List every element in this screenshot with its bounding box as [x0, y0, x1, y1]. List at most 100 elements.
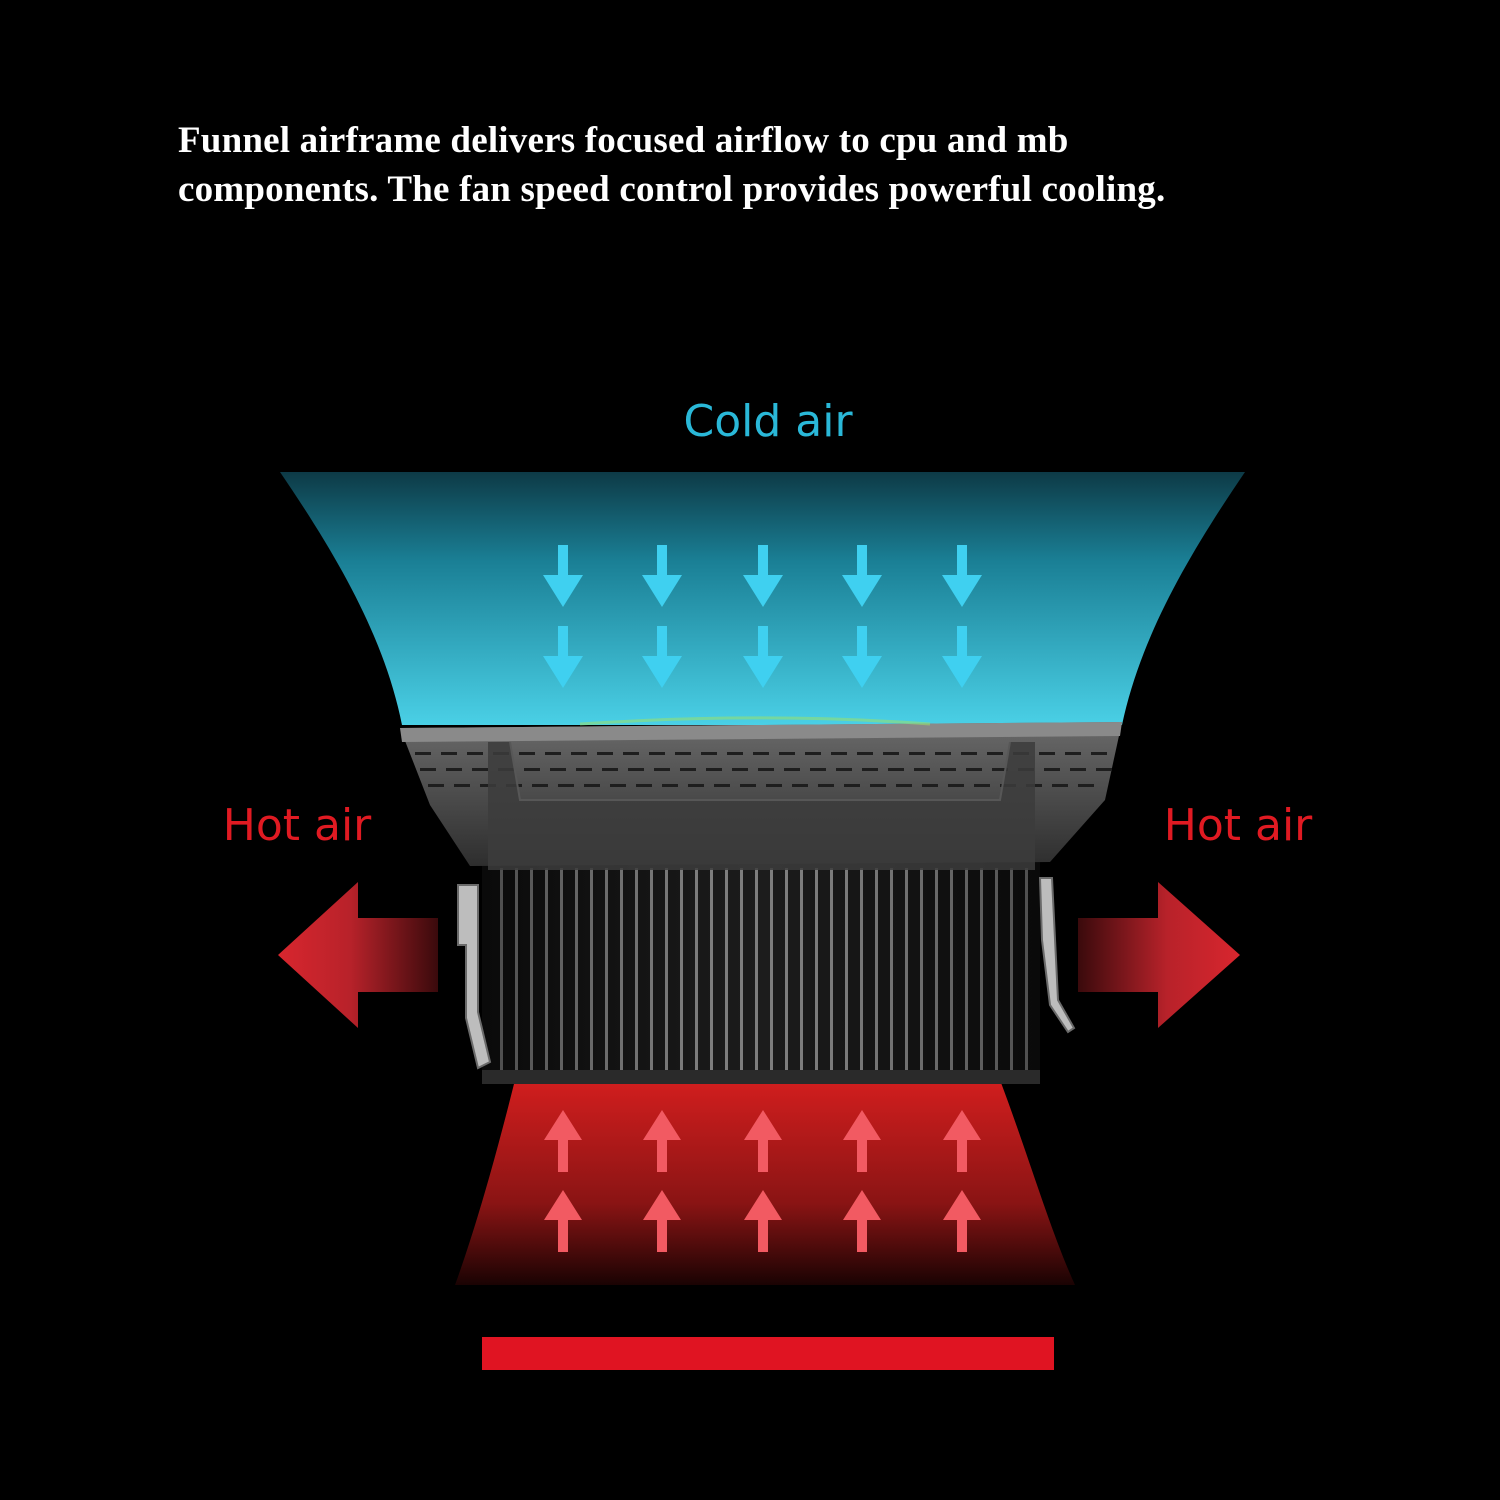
heatsink-fin	[620, 868, 623, 1078]
shroud-vent	[454, 784, 470, 787]
heatsink-fin	[770, 868, 773, 1078]
shroud-vent	[935, 752, 951, 755]
shroud-vent	[558, 784, 574, 787]
cold-air-label: Cold air	[683, 396, 853, 447]
shroud-vent	[862, 768, 878, 771]
shroud-vent	[836, 768, 852, 771]
shroud-vent	[1078, 784, 1094, 787]
heatsink-fin	[845, 868, 848, 1078]
arrow-up-icon	[544, 1190, 582, 1252]
motherboard-bar	[482, 1337, 1054, 1370]
arrow-down-icon	[842, 626, 882, 688]
heatsink-fin	[680, 868, 683, 1078]
shroud-vent	[1039, 752, 1055, 755]
shroud-vent	[987, 752, 1003, 755]
shroud-vent	[701, 752, 717, 755]
shroud-vent	[966, 768, 982, 771]
heatsink-fin	[575, 868, 578, 1078]
heatsink-fin	[530, 868, 533, 1078]
cold-arrows	[543, 545, 982, 688]
shroud-vent	[779, 752, 795, 755]
shroud-vent	[844, 784, 860, 787]
heatsink-fin	[755, 868, 758, 1078]
heatsink-fin	[980, 868, 983, 1078]
fan-shroud	[400, 716, 1122, 870]
caption-line-2: components. The fan speed control provid…	[178, 169, 1166, 210]
shroud-vent	[766, 784, 782, 787]
shroud-vent	[818, 784, 834, 787]
heatsink-fin	[740, 868, 743, 1078]
arrow-up-icon	[843, 1190, 881, 1252]
shroud-vent	[467, 752, 483, 755]
shroud-vent	[519, 752, 535, 755]
heatsink-fin	[695, 868, 698, 1078]
shroud-vent	[662, 784, 678, 787]
shroud-vent	[636, 784, 652, 787]
arrow-down-icon	[842, 545, 882, 607]
heatsink-fin	[890, 868, 893, 1078]
shroud-vent	[428, 784, 444, 787]
heatsink-fin	[1025, 868, 1028, 1078]
shroud-vent	[888, 768, 904, 771]
shroud-vent	[914, 768, 930, 771]
arrow-up-icon	[843, 1110, 881, 1172]
arrow-down-icon	[642, 545, 682, 607]
shroud-vent	[550, 768, 566, 771]
arrow-down-icon	[642, 626, 682, 688]
shroud-vent	[576, 768, 592, 771]
arrow-up-icon	[643, 1110, 681, 1172]
shroud-vent	[727, 752, 743, 755]
arrow-up-icon	[643, 1190, 681, 1252]
shroud-vent	[472, 768, 488, 771]
shroud-vent	[883, 752, 899, 755]
shroud-vent	[992, 768, 1008, 771]
arrow-down-icon	[543, 545, 583, 607]
heatsink-fin	[500, 868, 503, 1078]
shroud-vent	[446, 768, 462, 771]
hot-air-label-left: Hot air	[223, 800, 372, 851]
shroud-vent	[532, 784, 548, 787]
left-retention-clip	[457, 884, 492, 1070]
arrow-up-icon	[943, 1190, 981, 1252]
shroud-vent	[732, 768, 748, 771]
caption-line-1: Funnel airframe delivers focused airflow…	[178, 120, 1069, 161]
shroud-vent	[1052, 784, 1068, 787]
shroud-vent	[623, 752, 639, 755]
shroud-vent	[810, 768, 826, 771]
shroud-vent	[420, 768, 436, 771]
shroud-vent	[1096, 768, 1112, 771]
heatsink-fin	[905, 868, 908, 1078]
heatsink-fin	[860, 868, 863, 1078]
shroud-vent	[961, 752, 977, 755]
shroud-vent	[545, 752, 561, 755]
shroud-vent	[1070, 768, 1086, 771]
heatsink-fin	[965, 868, 968, 1078]
shroud-vent	[610, 784, 626, 787]
heatsink-fin	[710, 868, 713, 1078]
arrow-up-icon	[744, 1190, 782, 1252]
heatsink-fin	[725, 868, 728, 1078]
shroud-vent	[714, 784, 730, 787]
heatsink-fin	[785, 868, 788, 1078]
shroud-vent	[740, 784, 756, 787]
shroud-vent	[654, 768, 670, 771]
caption: Funnel airframe delivers focused airflow…	[178, 116, 1418, 214]
shroud-vent	[896, 784, 912, 787]
heatsink-fin	[800, 868, 803, 1078]
heatsink-fin	[605, 868, 608, 1078]
heatsink-fins	[500, 868, 1028, 1078]
shroud-vent	[792, 784, 808, 787]
heatsink-fin	[875, 868, 878, 1078]
heatsink-fin	[560, 868, 563, 1078]
arrow-down-icon	[543, 626, 583, 688]
hot-air-label-right: Hot air	[1164, 800, 1313, 851]
right-retention-clip	[1038, 877, 1076, 1034]
shroud-vent	[784, 768, 800, 771]
shroud-vent	[628, 768, 644, 771]
shroud-vent	[909, 752, 925, 755]
heatsink-fin	[545, 868, 548, 1078]
shroud-vent	[649, 752, 665, 755]
shroud-vent	[805, 752, 821, 755]
arrow-left-icon	[278, 882, 438, 1028]
arrow-right-icon	[1078, 882, 1240, 1028]
